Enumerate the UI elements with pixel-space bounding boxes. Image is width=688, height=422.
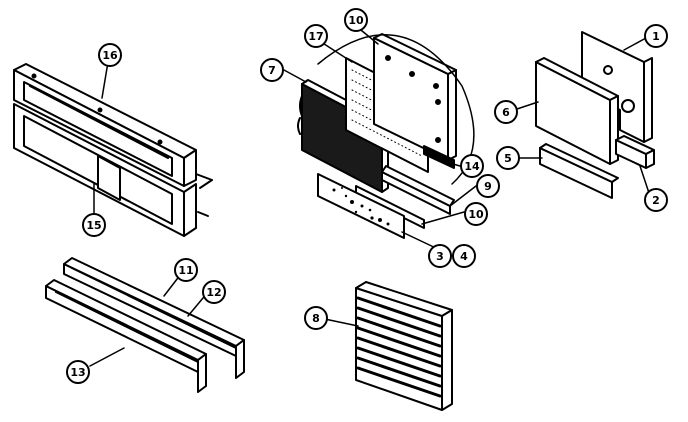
lower-channel-frame-part xyxy=(13,103,213,237)
callout-13: 13 xyxy=(66,360,90,384)
lower-rail-part xyxy=(45,279,207,393)
callout-17: 17 xyxy=(304,24,328,48)
svg-text:17: 17 xyxy=(308,30,323,43)
svg-text:5: 5 xyxy=(504,152,512,165)
upper-channel-frame-part xyxy=(13,63,197,187)
upper-rail-part xyxy=(63,257,245,379)
callout-8: 8 xyxy=(304,306,328,330)
svg-text:10: 10 xyxy=(468,208,484,221)
svg-text:14: 14 xyxy=(464,160,480,173)
callout-14: 14 xyxy=(460,154,484,178)
svg-text:2: 2 xyxy=(652,194,660,207)
callout-16: 16 xyxy=(98,43,122,67)
svg-text:10: 10 xyxy=(348,14,364,27)
svg-text:12: 12 xyxy=(206,286,221,299)
callout-2: 2 xyxy=(644,188,668,212)
side-bracket-part xyxy=(581,31,653,143)
speckled-pad-part xyxy=(317,173,405,239)
svg-text:13: 13 xyxy=(70,366,85,379)
callout-7: 7 xyxy=(260,58,284,82)
svg-text:8: 8 xyxy=(312,312,320,325)
svg-text:7: 7 xyxy=(268,64,276,77)
callout-10-upper: 10 xyxy=(344,8,368,32)
callout-5: 5 xyxy=(496,146,520,170)
callout-10-lower: 10 xyxy=(464,202,488,226)
svg-text:16: 16 xyxy=(102,49,118,62)
square-panel-part xyxy=(535,57,619,165)
svg-text:6: 6 xyxy=(502,106,510,119)
louvered-grille-part xyxy=(355,281,453,411)
leader-lines xyxy=(89,25,651,367)
svg-text:11: 11 xyxy=(178,264,193,277)
callout-15: 15 xyxy=(82,213,106,237)
callout-9: 9 xyxy=(476,174,500,198)
callout-11: 11 xyxy=(174,258,198,282)
svg-text:4: 4 xyxy=(460,250,468,263)
callout-12: 12 xyxy=(202,280,226,304)
strip-10-part xyxy=(355,185,425,229)
svg-text:15: 15 xyxy=(86,219,101,232)
svg-text:1: 1 xyxy=(652,30,660,43)
callout-6: 6 xyxy=(494,100,518,124)
small-block-part xyxy=(615,135,655,169)
callout-4: 4 xyxy=(452,244,476,268)
callout-3: 3 xyxy=(428,244,452,268)
flat-bar-part xyxy=(539,143,619,199)
svg-text:3: 3 xyxy=(436,250,444,263)
callout-1: 1 xyxy=(644,24,668,48)
svg-text:9: 9 xyxy=(484,180,492,193)
